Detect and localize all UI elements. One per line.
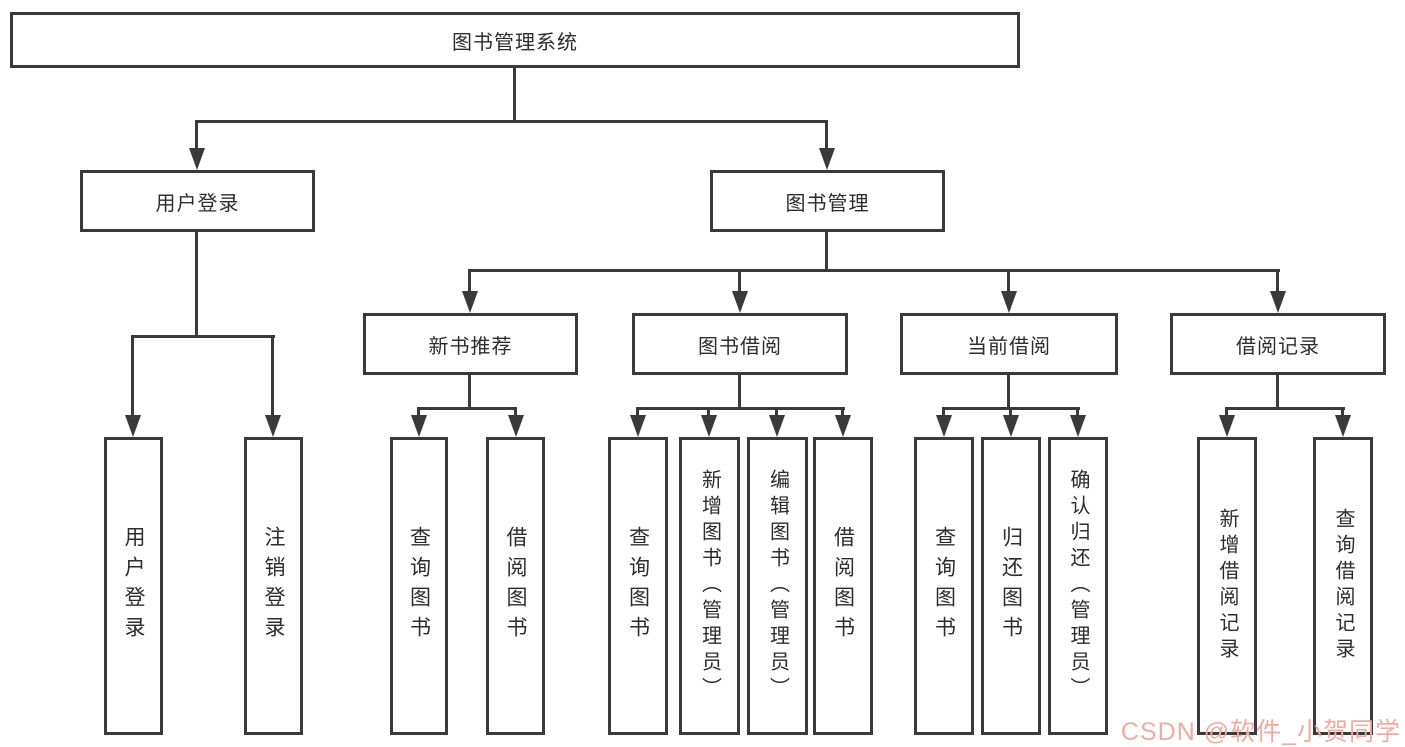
connector-new-book-rec-split [417,407,517,410]
connector-to-query-books-current [942,407,945,418]
node-current-borrow-label: 当前借阅 [967,335,1051,358]
connector-root-split [195,120,828,123]
leaf-query-books-rec-label: 查询图书 [407,526,431,646]
leaf-return-books-label: 归还图书 [999,526,1023,646]
node-book-mgmt-label: 图书管理 [785,192,870,215]
arrow-to-book-mgmt [819,148,835,170]
connector-book-mgmt-split [468,269,1280,272]
leaf-confirm-return-admin: 确认归还（管理员） [1048,437,1108,735]
leaf-logout-label: 注销登录 [262,526,286,646]
arrow-to-book-borrow [732,291,748,313]
leaf-borrow-books-rec: 借阅图书 [486,437,545,735]
connector-book-mgmt-stem [825,232,828,272]
connector-borrow-records-stem [1276,375,1279,409]
connector-borrow-records-split [1225,407,1345,410]
leaf-borrow-books-label: 借阅图书 [831,526,855,646]
arrow-to-query-books-current [936,415,952,437]
connector-book-borrow-split [636,407,845,410]
node-new-book-rec: 新书推荐 [363,313,578,375]
connector-to-borrow-books-rec [514,407,517,418]
arrow-to-add-record [1219,415,1235,437]
arrow-to-query-books-rec [411,415,427,437]
node-user-login: 用户登录 [80,170,315,232]
connector-to-add-record [1225,407,1228,418]
connector-new-book-rec-stem [468,375,471,409]
connector-to-edit-books [775,407,778,418]
connector-to-query-books-rec [417,407,420,418]
arrow-to-user-login [189,148,205,170]
connector-root-stem [513,68,516,123]
connector-to-confirm-return [1076,407,1079,418]
leaf-query-borrow-record: 查询借阅记录 [1313,437,1373,735]
node-book-borrow-label: 图书借阅 [698,335,782,358]
connector-to-book-borrow [738,269,741,294]
leaf-query-books-borrow: 查询图书 [608,437,668,735]
leaf-borrow-books-rec-label: 借阅图书 [504,526,528,646]
node-book-mgmt: 图书管理 [710,170,945,232]
connector-to-borrow-books-leaf [841,407,844,418]
leaf-query-books-rec: 查询图书 [390,437,448,735]
leaf-query-borrow-record-label: 查询借阅记录 [1332,508,1354,664]
leaf-add-borrow-record: 新增借阅记录 [1197,437,1257,735]
node-current-borrow: 当前借阅 [900,313,1118,375]
arrow-to-return-books [1003,415,1019,437]
connector-to-query-record [1341,407,1344,418]
connector-book-borrow-stem [738,375,741,409]
connector-to-return-books [1009,407,1012,418]
leaf-query-books-current: 查询图书 [914,437,974,735]
connector-to-logout-leaf [271,335,274,417]
arrow-to-edit-books [769,415,785,437]
leaf-add-books-admin-label: 新增图书（管理员） [698,469,721,703]
connector-to-new-book-rec [468,269,471,294]
connector-user-login-split [131,335,275,338]
leaf-query-books-borrow-label: 查询图书 [626,526,650,646]
leaf-return-books: 归还图书 [981,437,1041,735]
leaf-logout: 注销登录 [244,437,303,735]
connector-current-borrow-stem [1007,375,1010,409]
leaf-user-login: 用户登录 [104,437,163,735]
leaf-add-borrow-record-label: 新增借阅记录 [1216,508,1238,664]
arrow-to-user-login-leaf [125,415,141,437]
csdn-watermark: CSDN @软件_小贺同学 [1120,718,1401,746]
node-library-system-label: 图书管理系统 [452,31,578,54]
connector-to-current-borrow [1007,269,1010,294]
arrow-to-confirm-return [1070,415,1086,437]
connector-to-query-books-borrow [636,407,639,418]
arrow-to-add-books [701,415,717,437]
arrow-to-borrow-books-rec [508,415,524,437]
arrow-to-new-book-rec [462,291,478,313]
arrow-to-borrow-books-leaf [835,415,851,437]
connector-to-user-login [195,120,198,150]
leaf-borrow-books: 借阅图书 [813,437,873,735]
node-book-borrow: 图书借阅 [632,313,848,375]
connector-to-borrow-records [1276,269,1279,294]
arrow-to-query-record [1335,415,1351,437]
arrow-to-borrow-records [1270,291,1286,313]
arrow-to-logout-leaf [265,415,281,437]
connector-to-book-mgmt [825,120,828,150]
leaf-add-books-admin: 新增图书（管理员） [679,437,740,735]
node-new-book-rec-label: 新书推荐 [428,335,513,358]
node-borrow-records: 借阅记录 [1170,313,1386,375]
node-library-system: 图书管理系统 [10,12,1020,68]
node-borrow-records-label: 借阅记录 [1236,335,1320,358]
arrow-to-current-borrow [1001,291,1017,313]
node-user-login-label: 用户登录 [155,192,240,215]
arrow-to-query-books-borrow [630,415,646,437]
connector-to-add-books [707,407,710,418]
leaf-user-login-label: 用户登录 [122,526,146,646]
leaf-query-books-current-label: 查询图书 [932,526,956,646]
leaf-edit-books-admin-label: 编辑图书（管理员） [766,469,789,703]
leaf-confirm-return-admin-label: 确认归还（管理员） [1067,469,1089,703]
connector-user-login-stem [195,232,198,337]
connector-to-user-login-leaf [131,335,134,417]
leaf-edit-books-admin: 编辑图书（管理员） [747,437,808,735]
